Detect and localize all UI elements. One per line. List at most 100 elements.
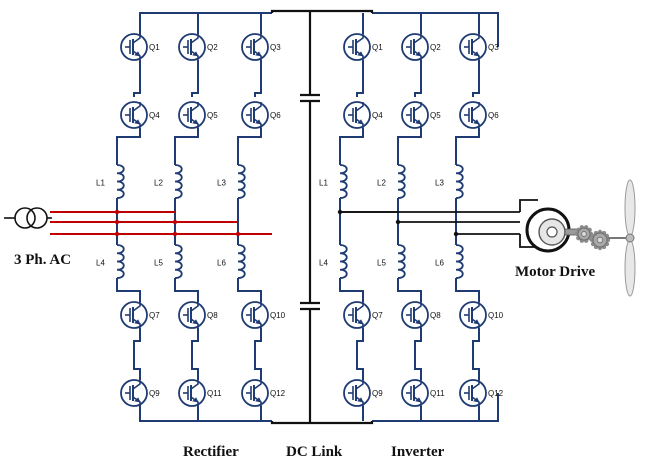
transistor-label: Q4 bbox=[149, 111, 160, 120]
igbt-collector bbox=[355, 102, 364, 112]
igbt-collector bbox=[355, 302, 364, 312]
gear-hub bbox=[581, 231, 587, 237]
inductor-label: L4 bbox=[319, 259, 328, 268]
transistor-label: Q4 bbox=[372, 111, 383, 120]
igbt-icon bbox=[241, 33, 269, 61]
dc-bus-bottom bbox=[270, 421, 374, 425]
igbt-arrow bbox=[415, 119, 422, 125]
inductor-icon bbox=[237, 164, 246, 199]
transistor-label: Q9 bbox=[149, 389, 160, 398]
igbt-arrow bbox=[473, 51, 480, 57]
igbt-icon bbox=[178, 101, 206, 129]
wire bbox=[397, 128, 422, 165]
junction-dot bbox=[114, 231, 120, 237]
transistor-label: Q5 bbox=[207, 111, 218, 120]
wire bbox=[414, 328, 422, 380]
igbt-collector bbox=[355, 380, 364, 390]
wire bbox=[339, 278, 364, 302]
igbt-arrow bbox=[255, 119, 262, 125]
transistor-label: Q11 bbox=[430, 389, 445, 398]
junction-dot bbox=[172, 231, 178, 237]
igbt-icon bbox=[343, 301, 371, 329]
transformer-icon bbox=[4, 207, 52, 229]
junction-dot bbox=[337, 209, 343, 215]
inverter-label: Inverter bbox=[391, 444, 445, 460]
capacitor-gap bbox=[299, 94, 321, 102]
inductor-coil bbox=[237, 164, 246, 199]
transistor-label: Q2 bbox=[207, 43, 218, 52]
igbt-collector bbox=[190, 102, 199, 112]
motor-line bbox=[519, 199, 538, 212]
wire bbox=[254, 69, 262, 97]
igbt-icon bbox=[178, 379, 206, 407]
inductor-label: L3 bbox=[435, 179, 444, 188]
wire bbox=[116, 278, 141, 302]
igbt-arrow bbox=[415, 319, 422, 325]
igbt-collector bbox=[355, 34, 364, 44]
transistor-label: Q11 bbox=[207, 389, 222, 398]
wire bbox=[472, 69, 480, 97]
junction-dot bbox=[453, 231, 459, 237]
igbt-icon bbox=[120, 379, 148, 407]
igbt-icon bbox=[120, 101, 148, 129]
wire bbox=[472, 328, 480, 380]
igbt-collector bbox=[253, 34, 262, 44]
igbt-collector bbox=[190, 302, 199, 312]
wire bbox=[133, 328, 141, 380]
inductor-icon bbox=[237, 244, 246, 279]
inductor-label: L2 bbox=[154, 179, 163, 188]
igbt-arrow bbox=[415, 397, 422, 403]
dc-bus-top bbox=[270, 9, 374, 13]
igbt-collector bbox=[253, 102, 262, 112]
transistor-label: Q12 bbox=[270, 389, 286, 398]
transistor-label: Q3 bbox=[270, 43, 281, 52]
wire bbox=[414, 69, 422, 97]
wire bbox=[237, 278, 262, 302]
inductor-icon bbox=[397, 244, 406, 279]
inductor-icon bbox=[339, 244, 348, 279]
wire bbox=[372, 12, 499, 47]
inductor-icon bbox=[455, 164, 464, 199]
igbt-arrow bbox=[415, 51, 422, 57]
inductor-coil bbox=[455, 164, 464, 199]
inductor-coil bbox=[174, 164, 183, 199]
inductor-icon bbox=[116, 244, 125, 279]
igbt-arrow bbox=[134, 51, 141, 57]
igbt-icon bbox=[178, 301, 206, 329]
wire bbox=[191, 69, 199, 97]
wire bbox=[133, 69, 141, 97]
wire bbox=[455, 128, 480, 165]
transistor-label: Q2 bbox=[430, 43, 441, 52]
transistor-label: Q1 bbox=[372, 43, 383, 52]
igbt-collector bbox=[132, 302, 141, 312]
wire bbox=[356, 69, 364, 97]
igbt-collector bbox=[413, 380, 422, 390]
inductor-coil bbox=[116, 164, 125, 199]
transistor-label: Q7 bbox=[149, 311, 160, 320]
inductor-icon bbox=[397, 164, 406, 199]
junction-dot bbox=[172, 219, 178, 225]
capacitor-icon bbox=[299, 301, 321, 311]
inductor-label: L6 bbox=[217, 259, 226, 268]
inductor-icon bbox=[116, 164, 125, 199]
junction-dot bbox=[114, 219, 120, 225]
inductor-coil bbox=[116, 244, 125, 279]
inductor-coil bbox=[397, 244, 406, 279]
igbt-collector bbox=[471, 380, 480, 390]
wire bbox=[339, 128, 364, 165]
igbt-arrow bbox=[357, 51, 364, 57]
igbt-collector bbox=[132, 34, 141, 44]
inductor-label: L3 bbox=[217, 179, 226, 188]
gear-icon bbox=[589, 229, 611, 251]
igbt-arrow bbox=[473, 319, 480, 325]
igbt-arrow bbox=[255, 319, 262, 325]
wire bbox=[174, 128, 199, 165]
igbt-arrow bbox=[192, 319, 199, 325]
source-label: 3 Ph. AC bbox=[14, 252, 71, 268]
inductor-label: L2 bbox=[377, 179, 386, 188]
propeller-icon bbox=[608, 179, 636, 297]
igbt-icon bbox=[241, 101, 269, 129]
transistor-label: Q3 bbox=[488, 43, 499, 52]
